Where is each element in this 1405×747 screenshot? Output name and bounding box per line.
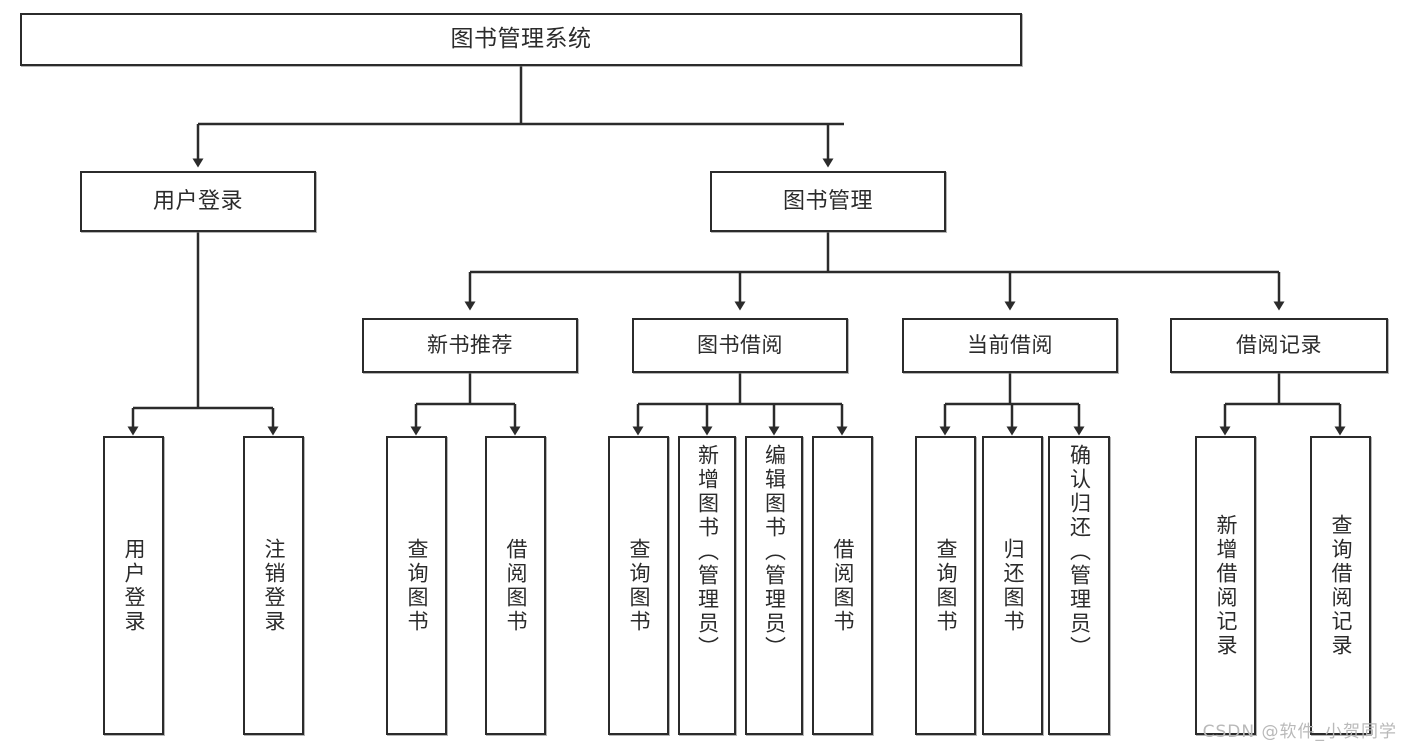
leaf-logout-label: 注销登录 bbox=[262, 537, 286, 634]
node-current-borrow[interactable]: 当前借阅 bbox=[902, 318, 1118, 373]
node-borrow-record[interactable]: 借阅记录 bbox=[1170, 318, 1388, 373]
leaf-query-book[interactable]: 查询图书 bbox=[608, 436, 669, 735]
leaf-query-book-current-label: 查询图书 bbox=[934, 537, 958, 634]
leaf-confirm-return-admin[interactable]: 确认归还（管理员） bbox=[1048, 436, 1110, 735]
leaf-confirm-return-admin-label: 确认归还（管理员） bbox=[1067, 444, 1092, 660]
leaf-return-book-label: 归还图书 bbox=[1001, 537, 1025, 634]
node-new-book-recommend[interactable]: 新书推荐 bbox=[362, 318, 578, 373]
node-root-label: 图书管理系统 bbox=[450, 25, 592, 52]
leaf-query-book-current[interactable]: 查询图书 bbox=[915, 436, 976, 735]
leaf-borrow-book-label: 借阅图书 bbox=[831, 537, 855, 634]
leaf-edit-book-admin-label: 编辑图书（管理员） bbox=[762, 444, 787, 660]
node-book-borrow-label: 图书借阅 bbox=[697, 333, 783, 358]
leaf-user-login[interactable]: 用户登录 bbox=[103, 436, 164, 735]
node-book-management-label: 图书管理 bbox=[782, 188, 873, 214]
node-current-borrow-label: 当前借阅 bbox=[967, 333, 1053, 358]
node-book-borrow[interactable]: 图书借阅 bbox=[632, 318, 848, 373]
node-user-login-label: 用户登录 bbox=[152, 188, 243, 214]
leaf-logout[interactable]: 注销登录 bbox=[243, 436, 304, 735]
leaf-add-book-admin-label: 新增图书（管理员） bbox=[695, 444, 720, 660]
node-borrow-record-label: 借阅记录 bbox=[1236, 333, 1322, 358]
leaf-query-book-rec-label: 查询图书 bbox=[405, 537, 429, 634]
leaf-query-borrow-record[interactable]: 查询借阅记录 bbox=[1310, 436, 1371, 735]
leaf-return-book[interactable]: 归还图书 bbox=[982, 436, 1043, 735]
leaf-borrow-book-rec-label: 借阅图书 bbox=[504, 537, 528, 634]
leaf-add-borrow-record-label: 新增借阅记录 bbox=[1214, 513, 1238, 658]
leaf-query-book-label: 查询图书 bbox=[627, 537, 651, 634]
leaf-add-borrow-record[interactable]: 新增借阅记录 bbox=[1195, 436, 1256, 735]
node-user-login[interactable]: 用户登录 bbox=[80, 171, 316, 232]
leaf-edit-book-admin[interactable]: 编辑图书（管理员） bbox=[745, 436, 803, 735]
watermark: CSDN @软件_小贺同学 bbox=[1202, 722, 1397, 742]
leaf-borrow-book[interactable]: 借阅图书 bbox=[812, 436, 873, 735]
node-book-management[interactable]: 图书管理 bbox=[710, 171, 946, 232]
leaf-user-login-label: 用户登录 bbox=[122, 537, 146, 634]
node-new-book-recommend-label: 新书推荐 bbox=[427, 333, 513, 358]
leaf-query-book-rec[interactable]: 查询图书 bbox=[386, 436, 447, 735]
leaf-add-book-admin[interactable]: 新增图书（管理员） bbox=[678, 436, 736, 735]
leaf-borrow-book-rec[interactable]: 借阅图书 bbox=[485, 436, 546, 735]
leaf-query-borrow-record-label: 查询借阅记录 bbox=[1329, 513, 1353, 658]
node-root[interactable]: 图书管理系统 bbox=[20, 13, 1022, 66]
